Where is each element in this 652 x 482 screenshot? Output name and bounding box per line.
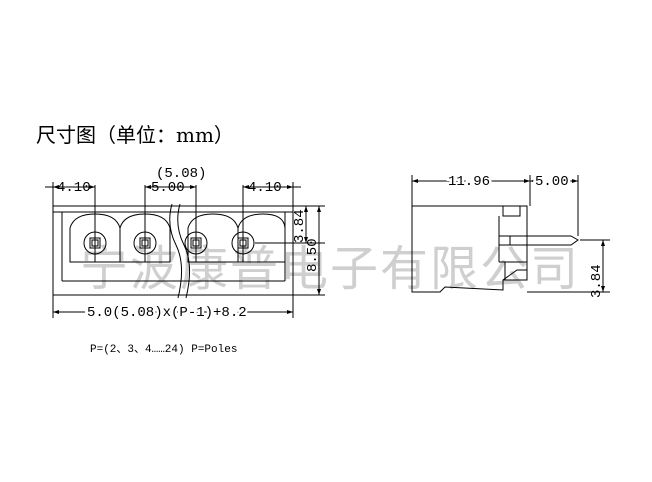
- poles-note: P=(2、3、4……24) P=Poles: [90, 344, 237, 356]
- dim-total-height: 8.50: [305, 238, 321, 272]
- dim-body-length: 11.96: [448, 174, 490, 190]
- front-view: [45, 182, 325, 318]
- dim-pin-height-side: 3.84: [589, 264, 605, 298]
- pin-cavity-2: [119, 213, 171, 263]
- break-line-left: [169, 203, 182, 299]
- drawing-title: 尺寸图（单位：mm）: [36, 123, 234, 147]
- dim-total-width: 5.0(5.08)x(P-1)+8.2: [87, 305, 247, 321]
- dim-pin-length: 5.00: [535, 174, 569, 190]
- dim-left: 4.10: [57, 180, 91, 196]
- dim-pin-height-front: 3.84: [292, 209, 308, 243]
- side-body-outline: [411, 205, 528, 293]
- dim-pitch-alt: (5.08): [156, 166, 206, 182]
- dim-right: 4.10: [248, 180, 282, 196]
- front-body-outline: [52, 205, 294, 296]
- side-pin: [499, 235, 579, 246]
- side-view: [411, 175, 610, 293]
- watermark-text: 宁波康普电子有限公司: [80, 241, 580, 297]
- dim-pitch: 5.00: [151, 180, 185, 196]
- break-line-right: [177, 203, 190, 299]
